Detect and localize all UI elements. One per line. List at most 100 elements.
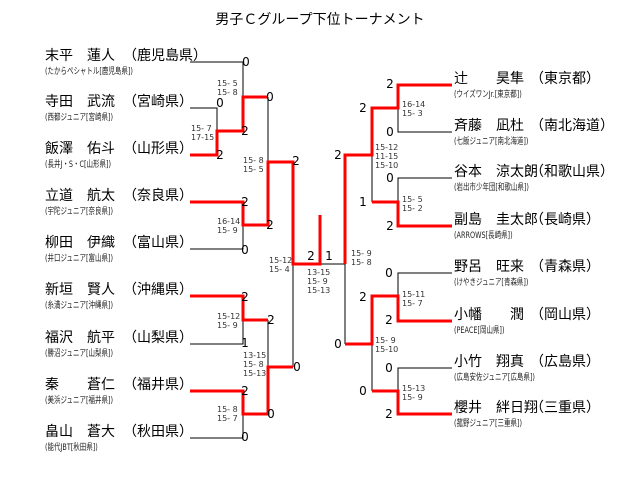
game-scores: 15- 9 15- 8 — [351, 249, 372, 267]
match-score: 2 — [216, 148, 224, 162]
match-score: 0 — [385, 266, 393, 280]
match-score: 2 — [307, 249, 315, 263]
page-title: 男子Ｃグループ下位トーナメント — [215, 12, 425, 28]
match-score: 2 — [241, 124, 249, 138]
game-scores: 15- 5 15- 2 — [402, 195, 423, 213]
game-scores: 15-13 15- 9 — [402, 384, 426, 402]
match-score: 0 — [359, 384, 367, 398]
player-prefecture: （岡山県） — [530, 307, 600, 323]
player-club: (PEACE[岡山県]) — [454, 326, 505, 336]
player-prefecture: （広島県） — [530, 354, 600, 370]
player-club: (ウイズワンJr.[東京都]) — [454, 90, 522, 100]
player-name: 小竹 翔真 — [454, 354, 524, 370]
player-name: 辻 昊隼 — [454, 71, 524, 87]
player-club: (井口ジュニア[富山県]) — [45, 254, 113, 264]
match-score: 0 — [386, 125, 394, 139]
match-score: 2 — [334, 148, 342, 162]
game-scores: 15-12 11-15 15-10 — [375, 143, 399, 170]
game-scores: 15- 8 15- 7 — [217, 405, 238, 423]
player-club: (岩出市少年団[和歌山県]) — [454, 183, 529, 193]
match-score: 0 — [267, 407, 275, 421]
player-name: 新垣 賢人 — [45, 282, 115, 298]
player-club: (美浜ジュニア[福井県]) — [45, 396, 113, 406]
player-name: 櫻井 絆日翔 — [454, 400, 538, 416]
player-name: 谷本 涼太朗 — [454, 164, 538, 180]
match-score: 1 — [359, 195, 367, 209]
player-club: (ARROWS[長崎県]) — [454, 231, 513, 241]
player-prefecture: （三重県） — [530, 400, 600, 416]
match-score: 2 — [241, 195, 249, 209]
match-score: 0 — [386, 171, 394, 185]
match-score: 2 — [359, 290, 367, 304]
match-score: 2 — [359, 101, 367, 115]
player-prefecture: （鹿児島県） — [123, 48, 207, 64]
player-name: 寺田 武流 — [45, 94, 115, 110]
match-score: 2 — [385, 313, 393, 327]
player-prefecture: （和歌山県） — [530, 164, 614, 180]
match-score: 2 — [267, 313, 275, 327]
match-score: 0 — [334, 337, 342, 351]
game-scores: 15- 7 17-15 — [191, 124, 215, 142]
match-score: 2 — [386, 77, 394, 91]
game-scores: 15-12 15- 4 — [269, 256, 293, 274]
game-scores: 13-15 15- 9 15-13 — [307, 268, 331, 295]
player-club: (勝沼ジュニア[山梨県]) — [45, 349, 113, 359]
player-club: (西都ジュニア[宮崎県]) — [45, 113, 113, 123]
player-name: 副島 圭太郎 — [454, 212, 538, 228]
match-score: 2 — [241, 384, 249, 398]
game-scores: 15- 9 15-10 — [375, 336, 399, 354]
game-scores: 15- 8 15- 5 — [243, 156, 264, 174]
player-prefecture: （宮崎県） — [123, 94, 193, 110]
match-score: 2 — [241, 290, 249, 304]
player-club: (七飯ジュニア[南北海道]) — [454, 137, 529, 147]
match-score: 0 — [241, 430, 249, 444]
player-prefecture: （福井県） — [123, 377, 193, 393]
player-name: 福沢 航平 — [45, 330, 115, 346]
player-prefecture: （青森県） — [530, 259, 600, 275]
player-name: 立道 航太 — [45, 188, 115, 204]
winner-lines — [190, 83, 452, 416]
match-score: 2 — [266, 218, 274, 232]
match-score: 0 — [385, 361, 393, 375]
player-prefecture: （山形県） — [123, 141, 193, 157]
match-score: 1 — [325, 249, 333, 263]
player-name: 畠山 蒼大 — [45, 424, 115, 440]
player-prefecture: （奈良県） — [123, 188, 193, 204]
game-scores: 15- 5 15- 8 — [217, 79, 238, 97]
player-name: 末平 蓮人 — [45, 48, 115, 64]
match-score: 2 — [385, 407, 393, 421]
player-club: (けやきジュニア[青森県]) — [454, 278, 529, 288]
player-name: 柳田 伊織 — [45, 235, 115, 251]
player-name: 斉藤 凪杜 — [454, 118, 524, 134]
player-prefecture: （東京都） — [530, 71, 600, 87]
player-club: (菰野ジュニア[三重県]) — [454, 419, 522, 429]
match-score: 2 — [292, 154, 300, 168]
player-club: (糸満ジュニア[沖縄県]) — [45, 301, 113, 311]
match-score: 2 — [386, 219, 394, 233]
match-score: 1 — [241, 336, 249, 350]
game-scores: 15-11 15- 7 — [402, 290, 426, 308]
player-club: (広島安佐ジュニア[広島県]) — [454, 373, 535, 383]
player-club: (宇陀ジュニア[奈良県]) — [45, 207, 113, 217]
player-prefecture: （秋田県） — [123, 424, 193, 440]
player-prefecture: （富山県） — [123, 235, 193, 251]
player-prefecture: （山梨県） — [123, 330, 193, 346]
player-name: 秦 蒼仁 — [45, 377, 115, 393]
player-prefecture: （南北海道） — [530, 118, 614, 134]
player-prefecture: （長崎県） — [530, 212, 600, 228]
match-score: 0 — [216, 96, 224, 110]
match-score: 0 — [241, 243, 249, 257]
player-club: (能代JBT[秋田県]) — [45, 443, 98, 453]
player-club: (長井J・S・C[山形県]) — [45, 160, 112, 170]
player-name: 小幡 潤 — [454, 307, 524, 323]
player-prefecture: （沖縄県） — [123, 282, 193, 298]
game-scores: 16-14 15- 3 — [402, 100, 426, 118]
game-scores: 15-12 15- 9 — [217, 312, 241, 330]
match-score: 0 — [242, 55, 250, 69]
match-score: 0 — [266, 90, 274, 104]
player-name: 野呂 旺来 — [454, 259, 524, 275]
player-club: (たからペシャトル[鹿児島県]) — [45, 67, 133, 77]
game-scores: 16-14 15- 9 — [217, 217, 241, 235]
game-scores: 13-15 15- 8 15-13 — [243, 351, 267, 378]
